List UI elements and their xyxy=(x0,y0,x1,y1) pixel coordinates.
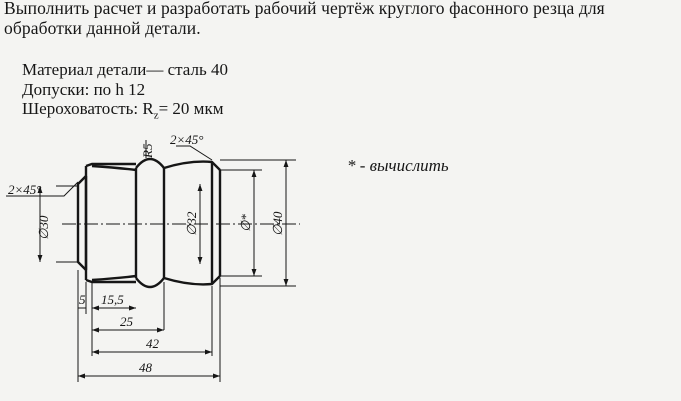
length-15-5-label: 15,5 xyxy=(101,292,124,307)
length-25-label: 25 xyxy=(120,314,134,329)
roughness-label: Шероховатость: R xyxy=(22,99,154,118)
diameter-40-label: ∅40 xyxy=(270,211,285,236)
bottom-taper xyxy=(91,274,137,282)
bottom-right-edge xyxy=(163,275,221,286)
top-left-edge xyxy=(85,162,136,168)
task-line-2: обработки данной детали. xyxy=(4,18,201,38)
diameter-star-label: ∅* xyxy=(238,214,253,232)
bottom-groove-arc xyxy=(135,277,165,289)
material-spec: Материал детали— сталь 40 xyxy=(22,60,228,79)
length-5-label: 5 xyxy=(79,292,86,307)
top-taper xyxy=(91,164,137,172)
chamfer-right-label: 2×45° xyxy=(170,132,203,147)
roughness-spec: Шероховатость: Rz= 20 мкм xyxy=(22,99,223,121)
diameter-30-label: ∅30 xyxy=(36,215,51,240)
chamfer-left-label: 2×45° xyxy=(8,182,41,197)
length-48-label: 48 xyxy=(139,360,153,375)
roughness-subscript: z xyxy=(153,109,159,122)
top-right-edge xyxy=(163,160,221,171)
left-neck-chamfer xyxy=(76,175,87,271)
length-42-label: 42 xyxy=(146,336,160,351)
radius-label: R5 xyxy=(140,143,155,159)
task-line-1: Выполнить расчет и разработать рабочий ч… xyxy=(4,0,605,18)
dimension-lines xyxy=(6,140,289,379)
tolerance-spec: Допуски: по h 12 xyxy=(22,80,146,99)
top-groove-arc xyxy=(135,157,165,169)
extension-lines xyxy=(56,159,296,382)
compute-note: * - вычислить xyxy=(347,156,449,175)
part-outline xyxy=(76,157,222,289)
diameter-32-label: ∅32 xyxy=(184,211,199,236)
roughness-value: = 20 мкм xyxy=(158,99,224,118)
